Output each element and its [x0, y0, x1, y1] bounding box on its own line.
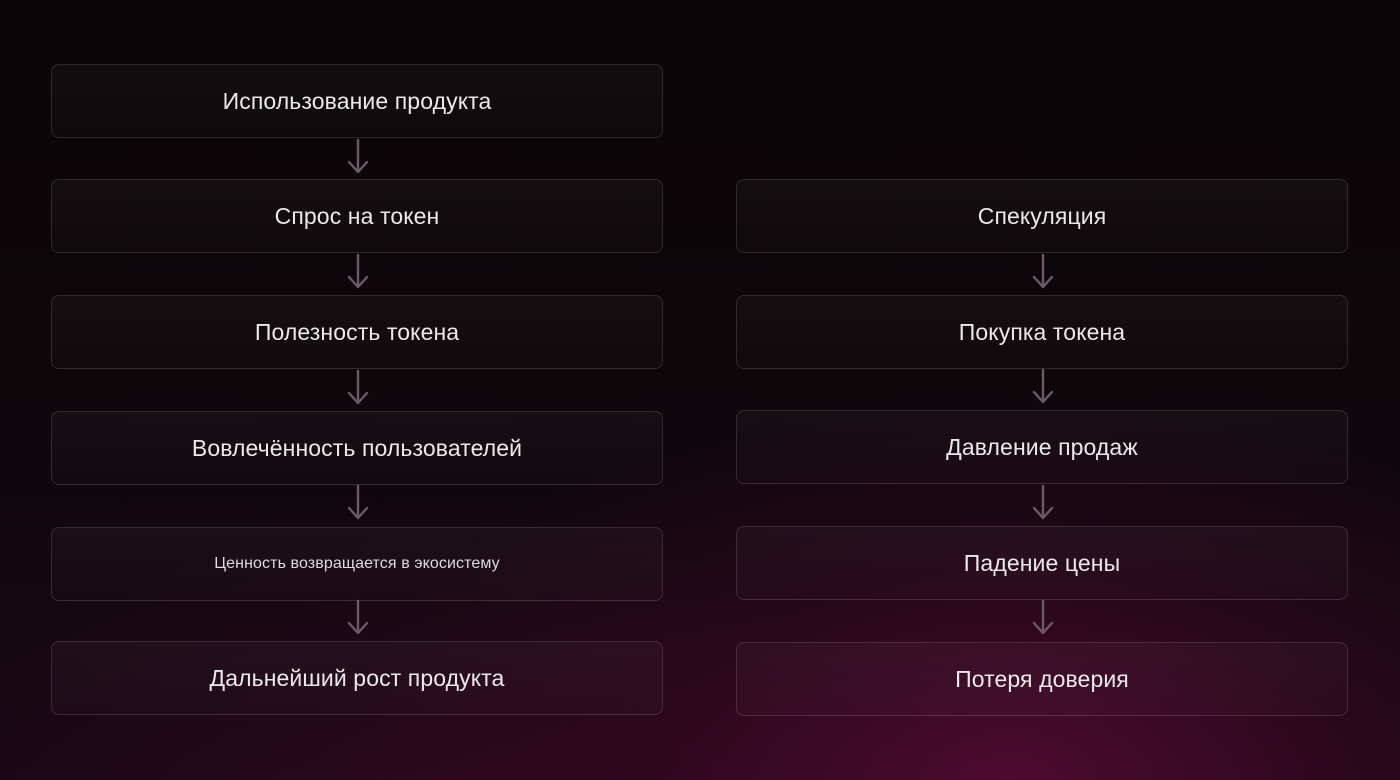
left-step-3-label: Полезность токена — [254, 318, 460, 345]
left-flow-column: Использование продукта Спрос на токен По… — [51, 0, 663, 780]
left-step-4-label: Вовлечённость пользователей — [191, 434, 523, 461]
arrow-down-icon — [1031, 484, 1055, 522]
right-step-4-label: Падение цены — [963, 549, 1121, 576]
right-step-2-label: Покупка токена — [958, 318, 1126, 345]
arrow-down-icon — [1031, 368, 1055, 406]
arrow-down-icon — [346, 253, 370, 291]
left-step-1-box: Использование продукта — [51, 64, 663, 138]
right-step-5-label: Потеря доверия — [955, 665, 1129, 692]
arrow-down-icon — [346, 599, 370, 637]
right-step-4-box: Падение цены — [736, 526, 1348, 600]
right-step-1-label: Спекуляция — [977, 202, 1107, 229]
left-step-2-box: Спрос на токен — [51, 179, 663, 253]
left-step-1-label: Использование продукта — [222, 87, 492, 114]
left-step-5-label: Ценность возвращается в экосистему — [214, 555, 500, 572]
right-flow-column: Спекуляция Покупка токена Давление прода… — [736, 0, 1348, 780]
left-step-5-box: Ценность возвращается в экосистему — [51, 527, 663, 601]
arrow-down-icon — [346, 369, 370, 407]
right-step-3-label: Давление продаж — [946, 433, 1138, 460]
left-step-6-box: Дальнейший рост продукта — [51, 641, 663, 715]
left-step-6-label: Дальнейший рост продукта — [209, 664, 505, 691]
arrow-down-icon — [1031, 253, 1055, 291]
left-step-2-label: Спрос на токен — [274, 202, 440, 229]
arrow-down-icon — [1031, 599, 1055, 637]
right-step-3-box: Давление продаж — [736, 410, 1348, 484]
left-step-4-box: Вовлечённость пользователей — [51, 411, 663, 485]
right-step-1-box: Спекуляция — [736, 179, 1348, 253]
right-step-2-box: Покупка токена — [736, 295, 1348, 369]
right-step-5-box: Потеря доверия — [736, 642, 1348, 716]
left-step-3-box: Полезность токена — [51, 295, 663, 369]
arrow-down-icon — [346, 484, 370, 522]
arrow-down-icon — [346, 138, 370, 176]
